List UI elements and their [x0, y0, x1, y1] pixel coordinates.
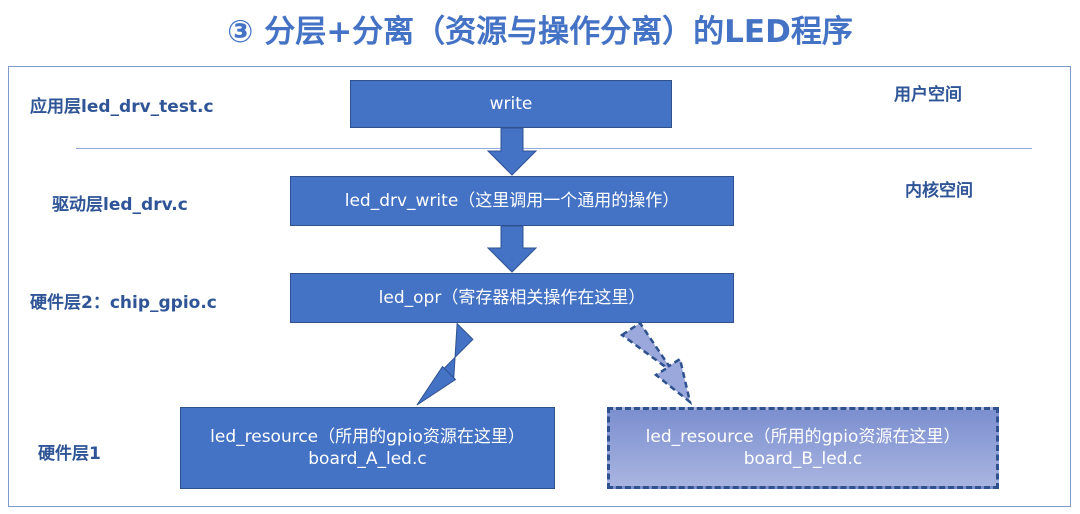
resource-b-line1: led_resource（所用的gpio资源在这里）: [645, 427, 961, 447]
page-title: ③ 分层+分离（资源与操作分离）的LED程序: [227, 14, 853, 50]
layer-label-hw2: 硬件层2：chip_gpio.c: [30, 293, 217, 313]
resource-b-box: led_resource（所用的gpio资源在这里） board_B_led.c: [607, 407, 999, 489]
diagram-frame: [8, 66, 1071, 507]
user-kernel-divider: [76, 148, 1032, 149]
write-box: write: [350, 80, 672, 128]
resource-b-line2: board_B_led.c: [743, 449, 863, 469]
arrow-driver-to-opr: [486, 225, 538, 273]
write-box-label: write: [489, 94, 533, 114]
kernel-space-label: 内核空间: [905, 181, 973, 201]
resource-a-box: led_resource（所用的gpio资源在这里） board_A_led.c: [180, 407, 555, 489]
resource-a-line2: board_A_led.c: [308, 449, 427, 469]
layer-label-hw1: 硬件层1: [38, 444, 101, 464]
layer-label-driver: 驱动层led_drv.c: [52, 195, 188, 215]
arrow-opr-to-resource-b: [619, 321, 693, 406]
arrow-write-to-driver: [486, 127, 538, 176]
led-drv-write-box-label: led_drv_write（这里调用一个通用的操作）: [344, 191, 680, 211]
user-space-label: 用户空间: [894, 85, 962, 105]
layer-label-app: 应用层led_drv_test.c: [30, 97, 214, 117]
led-opr-box: led_opr（寄存器相关操作在这里）: [290, 273, 734, 323]
arrow-opr-to-resource-a: [416, 322, 474, 406]
resource-a-line1: led_resource（所用的gpio资源在这里）: [210, 427, 525, 447]
led-opr-box-label: led_opr（寄存器相关操作在这里）: [378, 288, 646, 308]
